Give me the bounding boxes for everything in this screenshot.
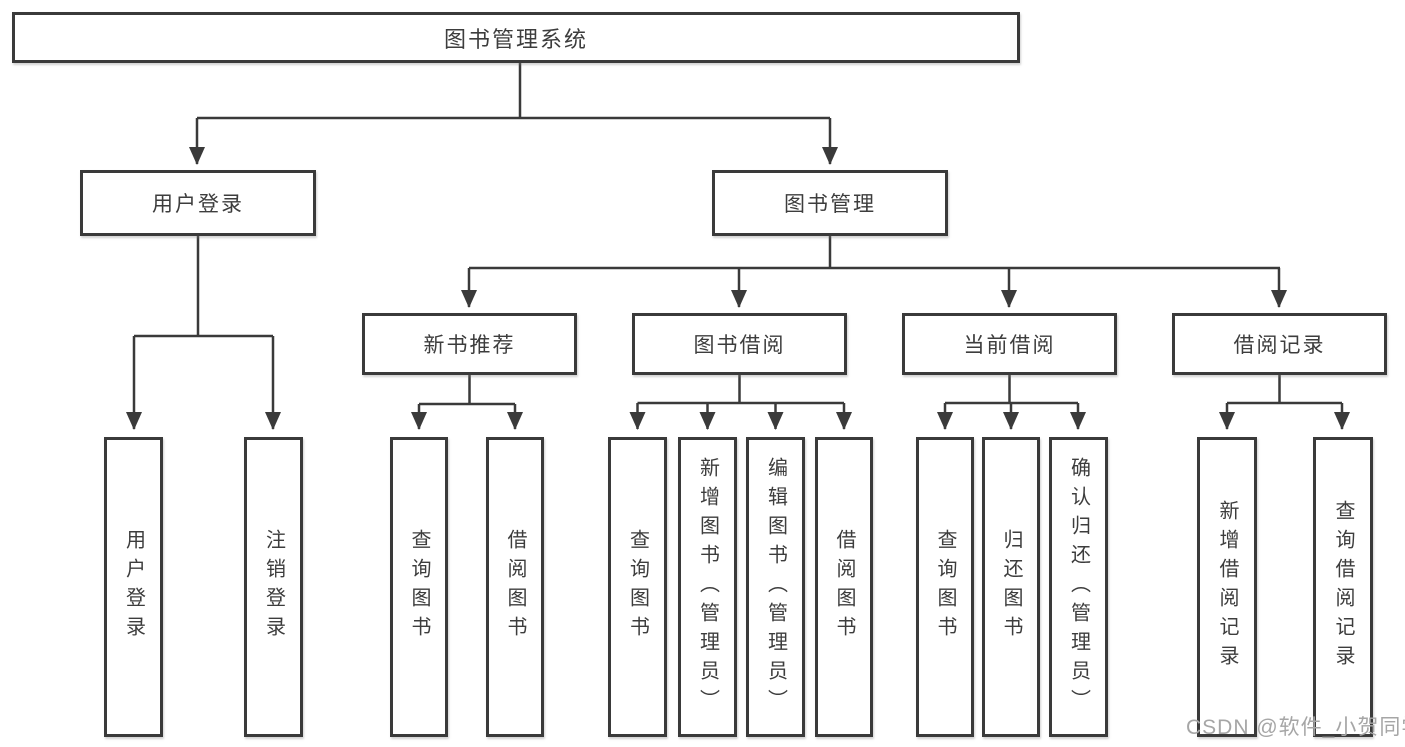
leaf-edit-book-admin: 编辑图书（管理员） [746, 437, 805, 737]
leaf-logout: 注销登录 [244, 437, 303, 737]
node-root-label: 图书管理系统 [443, 26, 588, 52]
leaf-add-borrow-record: 新增借阅记录 [1197, 437, 1257, 737]
leaf-return-books: 归还图书 [982, 437, 1040, 737]
node-new-book-recommend: 新书推荐 [362, 313, 577, 375]
node-borrow-records: 借阅记录 [1172, 313, 1387, 375]
leaf-query-borrow-record: 查询借阅记录 [1313, 437, 1373, 737]
node-user-login: 用户登录 [80, 170, 316, 236]
node-user-login-label: 用户登录 [152, 193, 244, 216]
leaf-confirm-return-admin: 确认归还（管理员） [1049, 437, 1108, 737]
node-new-book-recommend-label: 新书推荐 [423, 334, 516, 357]
node-current-borrowing: 当前借阅 [902, 313, 1117, 375]
node-book-borrowing-label: 图书借阅 [693, 334, 786, 357]
watermark: CSDN @软件_小贺同学 [1186, 716, 1405, 739]
leaf-borrow-books-recommend: 借阅图书 [486, 437, 544, 737]
leaf-query-books-borrowing: 查询图书 [608, 437, 667, 737]
node-book-management: 图书管理 [712, 170, 948, 236]
node-book-management-label: 图书管理 [784, 193, 876, 216]
node-book-borrowing: 图书借阅 [632, 313, 847, 375]
leaf-user-login: 用户登录 [104, 437, 163, 737]
node-borrow-records-label: 借阅记录 [1233, 334, 1326, 357]
leaf-add-book-admin: 新增图书（管理员） [678, 437, 737, 737]
connector-skeleton [134, 63, 1342, 406]
leaf-query-books-recommend: 查询图书 [390, 437, 448, 737]
leaf-borrow-books-borrowing: 借阅图书 [815, 437, 873, 737]
leaf-query-books-current: 查询图书 [916, 437, 974, 737]
node-current-borrowing-label: 当前借阅 [963, 334, 1056, 357]
node-root: 图书管理系统 [12, 12, 1020, 63]
